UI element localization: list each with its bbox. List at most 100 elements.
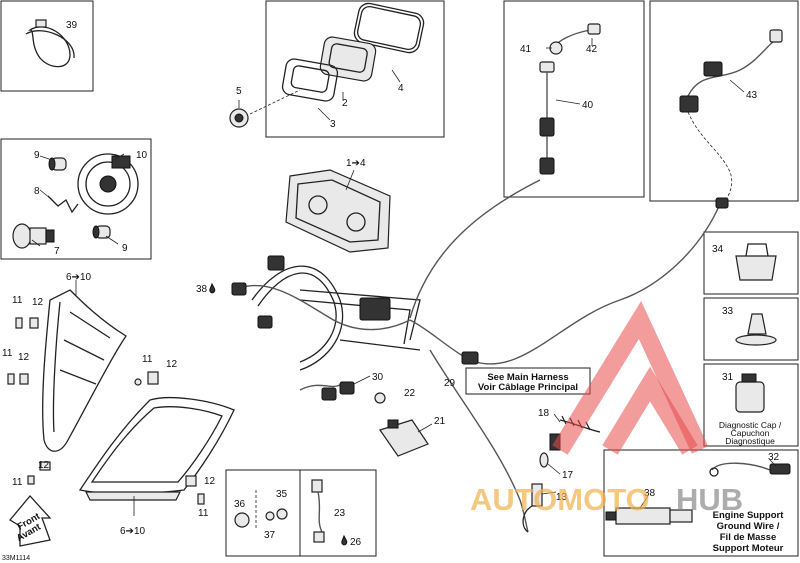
drop-icon-38	[209, 282, 216, 294]
callout-39: 39	[66, 20, 78, 31]
washer-37	[265, 511, 275, 521]
callout-12d: 12	[38, 460, 50, 471]
ground-label-2: Ground Wire /	[717, 521, 780, 532]
gauge-bezel-3	[281, 58, 339, 102]
ground-label-1: Engine Support	[713, 510, 785, 521]
connector-right-29	[461, 351, 479, 365]
main-harness-label-box	[465, 367, 591, 395]
callout-6-10b: 6➔10	[120, 526, 146, 537]
cable-strap-39	[25, 19, 75, 68]
inset-box-34	[703, 231, 799, 295]
inset-box-headlight-bulb	[0, 138, 152, 260]
connector-cluster	[359, 297, 391, 321]
connector-41	[539, 61, 555, 118]
callout-12e: 12	[204, 476, 216, 487]
grease-tube-38	[605, 507, 693, 525]
inset-box-gauge	[265, 0, 445, 138]
callout-10: 10	[136, 150, 148, 161]
callout-17: 17	[562, 470, 574, 481]
main-frame	[251, 265, 421, 371]
gauge-seal-4	[353, 2, 425, 54]
harness-connector-40	[539, 117, 555, 175]
clip-34	[735, 243, 777, 281]
main-harness-label-fr: Voir Câblage Principal	[478, 382, 578, 393]
callout-11d: 11	[12, 477, 23, 488]
bolt-36	[234, 490, 257, 530]
callout-11a: 11	[12, 295, 23, 306]
fasteners-11-12	[7, 317, 205, 505]
callout-13: 13	[556, 492, 568, 503]
connector-38-drop	[231, 282, 247, 296]
watermark-text-2: HUB	[676, 482, 743, 517]
callout-33: 33	[722, 306, 734, 317]
callout-30: 30	[372, 372, 384, 383]
callout-6-10a: 6➔10	[66, 272, 92, 283]
wire-harness	[239, 179, 721, 533]
callout-34: 34	[712, 244, 724, 255]
inset-box-33	[703, 297, 799, 361]
callout-42: 42	[586, 44, 598, 55]
inset-box-39	[0, 0, 94, 92]
callout-5: 5	[236, 86, 242, 97]
inset-box-35-37	[225, 469, 301, 557]
headlight-reflector-10	[77, 153, 139, 215]
diagnostic-cap-label-2: Capuchon	[731, 428, 770, 438]
callout-18: 18	[538, 408, 550, 419]
callout-1-4: 1➔4	[346, 158, 366, 169]
headlight-left	[42, 289, 127, 452]
callout-22: 22	[404, 388, 416, 399]
callout-23: 23	[334, 508, 346, 519]
ground-wire-32	[709, 462, 791, 477]
connector-mid	[257, 315, 273, 329]
connector-43-end	[715, 197, 729, 209]
gauge-bulb-5	[229, 108, 249, 128]
callout-3: 3	[330, 119, 336, 130]
callout-21: 21	[434, 416, 446, 427]
callout-11e: 11	[198, 508, 209, 519]
ground-label-3: Fil de Masse	[720, 532, 777, 543]
callout-41: 41	[520, 44, 532, 55]
diagnostic-cap-label-3: Diagnostique	[725, 436, 775, 446]
callout-35: 35	[276, 489, 288, 500]
drop-icon-26	[341, 534, 348, 546]
callout-8: 8	[34, 186, 40, 197]
headlight-front	[78, 396, 235, 501]
callout-38b: 38	[644, 488, 656, 499]
inset-box-32-38	[603, 449, 799, 557]
callout-36: 36	[234, 499, 246, 510]
callout-11b: 11	[2, 348, 13, 359]
nut-22	[374, 392, 386, 404]
callout-7: 7	[54, 246, 60, 257]
callout-12b: 12	[18, 352, 30, 363]
clamp-17	[539, 452, 549, 468]
inset-box-23-26	[299, 469, 377, 557]
bushing-35	[276, 508, 288, 520]
callout-11c: 11	[142, 354, 153, 365]
callout-40: 40	[582, 100, 594, 111]
callout-12c: 12	[166, 359, 178, 370]
front-arrow-icon	[9, 495, 52, 547]
socket-9	[48, 157, 67, 171]
callout-12a: 12	[32, 297, 44, 308]
ground-label-4: Support Moteur	[713, 543, 784, 554]
drawing-code: 33M1114	[2, 555, 30, 562]
relay-21	[379, 419, 429, 457]
callout-32: 32	[768, 452, 780, 463]
socket-9b	[92, 225, 111, 239]
callout-29: 29	[444, 378, 456, 389]
callout-43: 43	[746, 90, 758, 101]
inset-box-40-42	[503, 0, 645, 198]
callout-9b: 9	[122, 243, 128, 254]
gauge-housing-2	[319, 36, 377, 82]
callout-9a: 9	[34, 150, 40, 161]
callout-26: 26	[350, 537, 362, 548]
retainer-spring-8	[47, 195, 79, 214]
sensor-wire-42	[549, 23, 601, 55]
inset-box-31	[703, 363, 799, 447]
callout-4: 4	[398, 83, 404, 94]
connector-upper	[267, 255, 285, 271]
diagnostic-cap-31	[735, 373, 765, 413]
callout-31: 31	[722, 372, 734, 383]
gauge-assembly	[285, 169, 391, 253]
callout-37: 37	[264, 530, 276, 541]
